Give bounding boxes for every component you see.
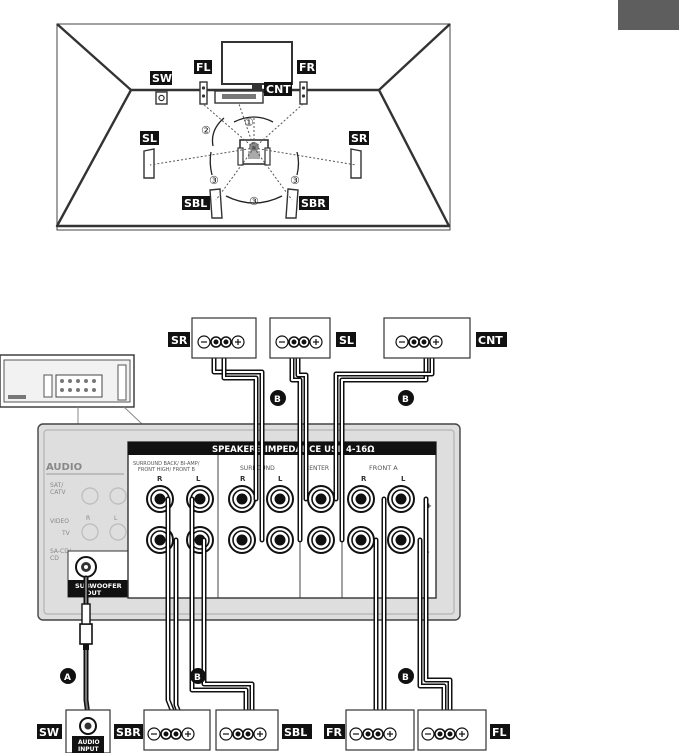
cable-marker-b-1: B (274, 395, 281, 405)
receiver-thumbnail (0, 354, 143, 425)
cable-marker-b-2: B (402, 395, 409, 405)
speakers-header: SPEAKERS IMPEDANCE USE 4-16Ω (212, 445, 374, 455)
subwoofer-input-label-2: INPUT (78, 746, 100, 753)
ch-label-fa-l: L (401, 475, 406, 483)
room-label-sr: SR (351, 132, 368, 145)
room-label-sl: SL (142, 132, 157, 145)
tv-screen (221, 41, 293, 85)
wiring-label-sr: SR (171, 334, 188, 347)
group-surround-back-2: FRONT HIGH/ FRONT B (138, 467, 195, 473)
terminal-grid (146, 485, 415, 554)
group-surround-back-1: SURROUND BACK/ BI-AMP/ (133, 461, 200, 467)
ch-label-s-l: L (278, 475, 283, 483)
angle-marker-3-left: ③ (209, 174, 219, 187)
speaker-terminal-symbol (147, 727, 195, 741)
surround-left-speaker (143, 148, 155, 179)
speaker-terminal-symbol (197, 335, 245, 349)
section-tab (618, 0, 679, 30)
wiring-label-sl: SL (339, 334, 354, 347)
ch-label-sb-r: R (157, 475, 163, 483)
wiring-label-sw: SW (39, 726, 59, 739)
panel-audio-label: AUDIO (46, 462, 82, 473)
angle-marker-3-right: ③ (290, 174, 300, 187)
panel-video-label: VIDEO (50, 518, 69, 525)
speaker-terminal-post (347, 526, 375, 554)
svg-text:CD: CD (50, 555, 59, 562)
room-label-sw: SW (152, 72, 172, 85)
speaker-terminal-post (228, 485, 256, 513)
room-label-cnt: CNT (266, 83, 291, 96)
angle-marker-1: ① (244, 116, 254, 129)
wiring-label-fr: FR (326, 726, 343, 739)
speaker-terminal-symbol (421, 727, 469, 741)
speaker-terminal-symbol (219, 727, 267, 741)
room-label-sbr: SBR (301, 197, 326, 210)
speaker-terminal-post (307, 485, 335, 513)
panel-tv-label: TV (61, 530, 71, 537)
speaker-terminal-post (266, 485, 294, 513)
cable-marker-a: A (64, 673, 71, 683)
panel-sat-catv: SAT/ (50, 482, 64, 489)
subwoofer-out-label-2: OUT (86, 589, 102, 597)
front-right-speaker (299, 81, 308, 105)
speaker-terminal-post (228, 526, 256, 554)
wiring-label-fl: FL (492, 726, 507, 739)
angle-marker-3-back: ③ (249, 195, 259, 208)
speaker-terminal-post (266, 526, 294, 554)
polarity-plus: + (426, 502, 432, 510)
surround-right-speaker (350, 148, 362, 179)
wiring-label-sbr: SBR (116, 726, 141, 739)
wiring-label-cnt: CNT (478, 334, 503, 347)
room-label-fr: FR (299, 61, 316, 74)
ch-label-sb-l: L (196, 475, 201, 483)
ch-label-s-r: R (240, 475, 246, 483)
panel-l-label: L (114, 515, 118, 522)
cable-marker-b-4: B (402, 673, 409, 683)
speaker-terminal-symbol (395, 335, 443, 349)
surround-back-right-speaker (285, 188, 299, 219)
room-label-fl: FL (196, 61, 211, 74)
ch-label-fa-r: R (361, 475, 367, 483)
speaker-terminal-post (387, 526, 415, 554)
speaker-terminal-post (387, 485, 415, 513)
speaker-terminal-symbol (349, 727, 397, 741)
subwoofer-input-label-1: AUDIO (78, 739, 100, 746)
speaker-terminal-post (307, 526, 335, 554)
subwoofer-speaker (155, 91, 168, 105)
speaker-terminal-post (347, 485, 375, 513)
front-left-speaker (199, 81, 208, 105)
svg-text:CATV: CATV (50, 489, 66, 496)
group-front-a: FRONT A (369, 464, 398, 472)
speaker-terminals (147, 335, 469, 741)
speaker-terminal-symbol (275, 335, 323, 349)
panel-r-label: R (86, 515, 90, 522)
room-label-sbl: SBL (184, 197, 207, 210)
angle-marker-2: ② (201, 124, 211, 137)
wiring-label-sbl: SBL (284, 726, 307, 739)
cable-marker-b-3: B (194, 673, 201, 683)
room-diagram: ① ② ③ ③ ③ SW FL FR CNT SL SR SBL SBR (55, 23, 451, 231)
surround-back-left-speaker (209, 188, 223, 219)
group-center: CENTER (305, 465, 329, 472)
subwoofer-out-label-1: SUBWOOFER (75, 582, 122, 590)
panel-sa-cd: SA-CD/ (50, 548, 72, 555)
wiring-diagram: AUDIO SAT/ CATV VIDEO TV R L SA-CD/ CD S… (0, 317, 510, 753)
